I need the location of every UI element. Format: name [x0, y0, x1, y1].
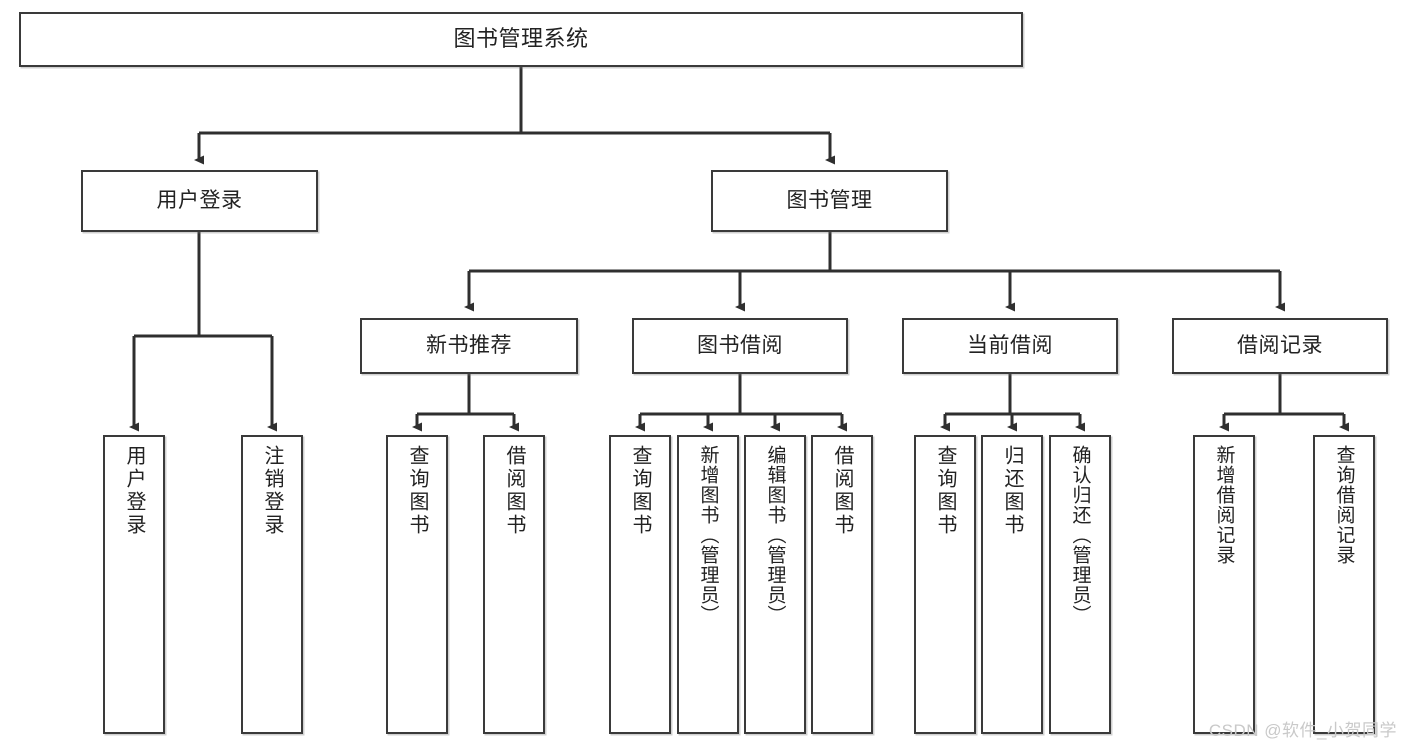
leaf-query-book-borrow[interactable]: 查询图书	[609, 435, 671, 734]
node-label: 注销登录	[261, 445, 283, 537]
leaf-confirm-return-admin[interactable]: 确认归还（管理员）	[1049, 435, 1111, 734]
node-label: 当前借阅	[967, 334, 1053, 358]
watermark: CSDN @软件_小贺同学	[1208, 721, 1397, 740]
leaf-user-login[interactable]: 用户登录	[103, 435, 165, 734]
node-label: 图书管理系统	[453, 26, 589, 52]
node-label: 借阅记录	[1237, 334, 1323, 358]
leaf-add-book-admin[interactable]: 新增图书（管理员）	[677, 435, 739, 734]
node-root-book-management-system[interactable]: 图书管理系统	[19, 12, 1023, 67]
node-user-login[interactable]: 用户登录	[81, 170, 318, 232]
node-label: 查询图书	[406, 445, 428, 537]
node-label: 编辑图书（管理员）	[764, 445, 786, 625]
leaf-logout[interactable]: 注销登录	[241, 435, 303, 734]
node-label: 新书推荐	[426, 334, 512, 358]
leaf-borrow-book-borrow[interactable]: 借阅图书	[811, 435, 873, 734]
node-label: 用户登录	[156, 189, 243, 213]
node-book-borrow[interactable]: 图书借阅	[632, 318, 848, 374]
node-label: 查询图书	[629, 445, 651, 537]
leaf-return-book[interactable]: 归还图书	[981, 435, 1043, 734]
node-label: 新增借阅记录	[1213, 445, 1235, 565]
node-label: 归还图书	[1001, 445, 1023, 537]
node-book-management[interactable]: 图书管理	[711, 170, 948, 232]
leaf-query-book-recommend[interactable]: 查询图书	[386, 435, 448, 734]
node-label: 查询借阅记录	[1333, 445, 1355, 565]
node-new-book-recommend[interactable]: 新书推荐	[360, 318, 578, 374]
leaf-edit-book-admin[interactable]: 编辑图书（管理员）	[744, 435, 806, 734]
node-label: 借阅图书	[503, 445, 525, 537]
leaf-borrow-book-recommend[interactable]: 借阅图书	[483, 435, 545, 734]
leaf-query-book-current[interactable]: 查询图书	[914, 435, 976, 734]
node-label: 确认归还（管理员）	[1069, 445, 1091, 625]
node-label: 图书借阅	[697, 334, 783, 358]
node-label: 用户登录	[123, 445, 145, 537]
node-label: 借阅图书	[831, 445, 853, 537]
node-current-borrow[interactable]: 当前借阅	[902, 318, 1118, 374]
node-label: 查询图书	[934, 445, 956, 537]
node-label: 图书管理	[786, 189, 873, 213]
node-borrow-record[interactable]: 借阅记录	[1172, 318, 1388, 374]
leaf-add-borrow-record[interactable]: 新增借阅记录	[1193, 435, 1255, 734]
node-label: 新增图书（管理员）	[697, 445, 719, 625]
leaf-query-borrow-record[interactable]: 查询借阅记录	[1313, 435, 1375, 734]
